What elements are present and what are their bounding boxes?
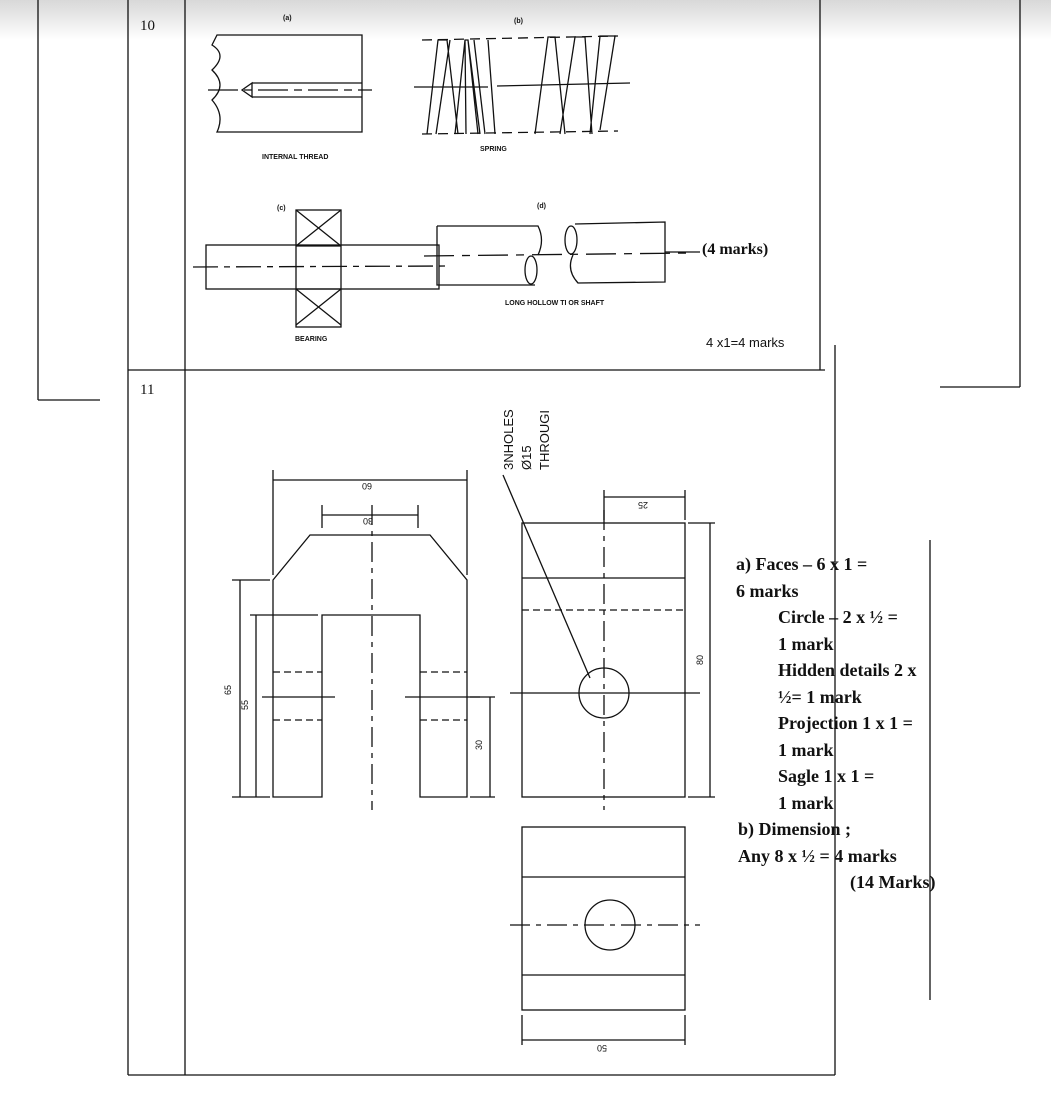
scheme-total: (14 Marks) [850, 872, 936, 892]
scheme-line: 1 mark [778, 792, 834, 813]
scheme-line: 6 marks [736, 580, 799, 601]
question-number-10: 10 [140, 18, 155, 34]
dim-60: 60 [362, 481, 373, 491]
dim-25: 25 [638, 500, 649, 510]
side-view-drawing [502, 474, 715, 810]
label-b: (b) [514, 18, 523, 25]
hollow-shaft-drawing [423, 221, 700, 286]
front-view-drawing [232, 470, 495, 810]
caption-internal-thread: INTERNAL THREAD [262, 154, 329, 161]
question-number-11: 11 [140, 382, 155, 398]
scheme-line: b) Dimension ; [738, 819, 852, 839]
q10-marks-calc: 4 x1=4 marks [706, 335, 785, 350]
dim-65: 65 [223, 684, 234, 696]
caption-bearing: BEARING [295, 336, 328, 343]
dim-30-side: 30 [474, 739, 485, 751]
internal-thread-drawing [208, 34, 372, 133]
label-d: (d) [537, 203, 546, 210]
scheme-line: ½= 1 mark [778, 686, 862, 707]
label-a: (a) [283, 15, 292, 22]
dim-55: 55 [240, 699, 251, 711]
scheme-line: Projection 1 x 1 = [778, 713, 913, 733]
label-c: (c) [277, 205, 286, 212]
caption-hollow-shaft: LONG HOLLOW TI OR SHAFT [505, 300, 605, 307]
hole-note: 3NHOLES Ø15 THROUGI [500, 409, 554, 470]
table-borders [37, 0, 1021, 1076]
scheme-line: a) Faces – 6 x 1 = [736, 554, 868, 574]
scan-shadow [0, 0, 1051, 40]
scheme-line: Circle – 2 x ½ = [778, 607, 898, 627]
marking-scheme: a) Faces – 6 x 1 = 6 marks Circle – 2 x … [736, 551, 935, 896]
dim-30-top: 30 [363, 516, 374, 526]
bearing-drawing [192, 209, 451, 328]
hole-note-line: THROUGI [537, 410, 552, 470]
spring-drawing [414, 35, 631, 135]
scheme-line: Any 8 x ½ = 4 marks [738, 845, 897, 866]
hole-note-line: Ø15 [519, 445, 534, 470]
scheme-line: 1 mark [778, 739, 834, 760]
dim-80: 80 [695, 654, 706, 666]
scheme-line: Hidden details 2 x [778, 660, 917, 680]
scheme-line: Sagle 1 x 1 = [778, 766, 875, 786]
dim-50: 50 [597, 1043, 608, 1053]
hole-note-line: 3NHOLES [501, 409, 516, 470]
top-view-drawing [510, 826, 700, 1045]
scheme-line: 1 mark [778, 633, 834, 654]
q10-marks-label: (4 marks) [702, 241, 769, 258]
caption-spring: SPRING [480, 146, 507, 153]
